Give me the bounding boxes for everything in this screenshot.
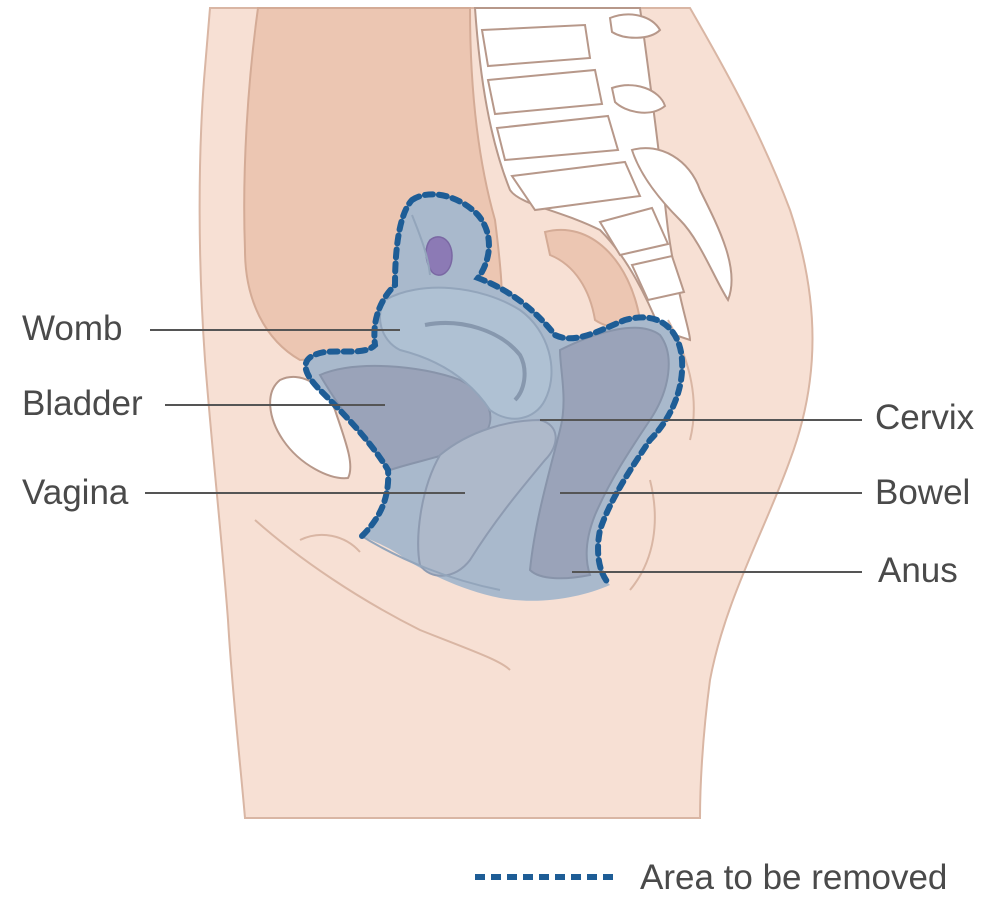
anus-label: Anus — [878, 553, 958, 588]
bladder-label: Bladder — [22, 386, 143, 421]
womb-label: Womb — [22, 311, 123, 346]
bowel-label: Bowel — [875, 475, 970, 510]
vagina-label: Vagina — [22, 475, 128, 510]
legend-label: Area to be removed — [640, 860, 947, 895]
vertebra — [482, 25, 590, 66]
cervix-label: Cervix — [875, 400, 974, 435]
